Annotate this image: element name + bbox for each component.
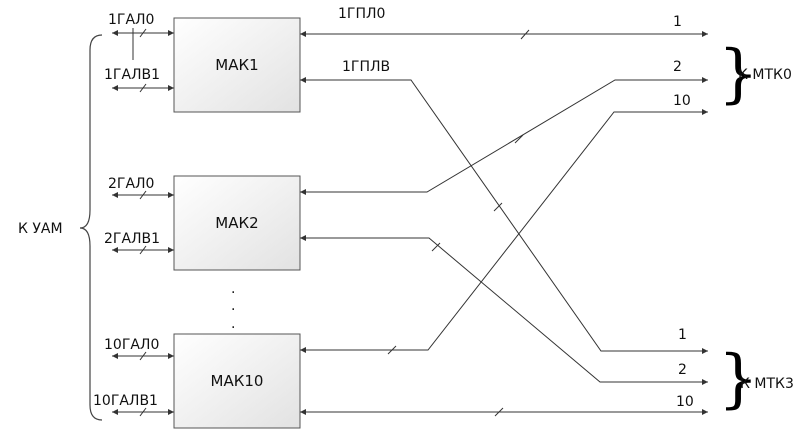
left-brace (79, 34, 103, 421)
mtk0-brace: } (718, 37, 759, 111)
mtk3-number-1: 1 (678, 327, 687, 343)
mak10-left-bottom-label: 10ГАЛВ1 (93, 393, 158, 409)
mak10-label: МАК10 (211, 372, 264, 390)
mtk0-number-10: 10 (673, 93, 691, 109)
mtk0-number-2: 2 (673, 59, 682, 75)
mak2-block (173, 175, 301, 271)
mak10-left-top-label: 10ГАЛ0 (104, 337, 159, 353)
mtk3-number-10: 10 (676, 394, 694, 410)
mak1-output-bottom-label: 1ГПЛВ (342, 59, 390, 75)
mak1-to-mtk3-1-link (300, 77, 708, 354)
mtk0-group-label: К МТК0 (738, 67, 792, 83)
mtk3-brace: } (718, 342, 759, 416)
mak1-block (173, 17, 301, 113)
mak2-to-mtk0-2-link (300, 77, 708, 195)
left-group-label: К УАМ (18, 221, 63, 237)
mak2-left-bottom-label: 2ГАЛВ1 (104, 231, 160, 247)
ellipsis-dot-1: . (231, 281, 235, 297)
mak2-label: МАК2 (215, 214, 258, 232)
mtk3-number-2: 2 (678, 362, 687, 378)
mak2-left-top-label: 2ГАЛ0 (108, 176, 154, 192)
ellipsis-dot-2: . (231, 298, 235, 314)
mak10-to-mtk0-10-link (300, 109, 708, 353)
mak10-block (173, 333, 301, 429)
mak1-left-bottom-label: 1ГАЛВ1 (104, 67, 160, 83)
mak1-left-top-label: 1ГАЛ0 (108, 12, 154, 28)
mak2-to-mtk3-2-link (300, 235, 708, 385)
ellipsis-dot-3: . (231, 316, 235, 332)
mtk3-group-label: К МТК3 (740, 376, 794, 392)
mak1-label: МАК1 (215, 56, 258, 74)
mak1-output-top-label: 1ГПЛ0 (338, 6, 385, 22)
mtk0-number-1: 1 (673, 14, 682, 30)
